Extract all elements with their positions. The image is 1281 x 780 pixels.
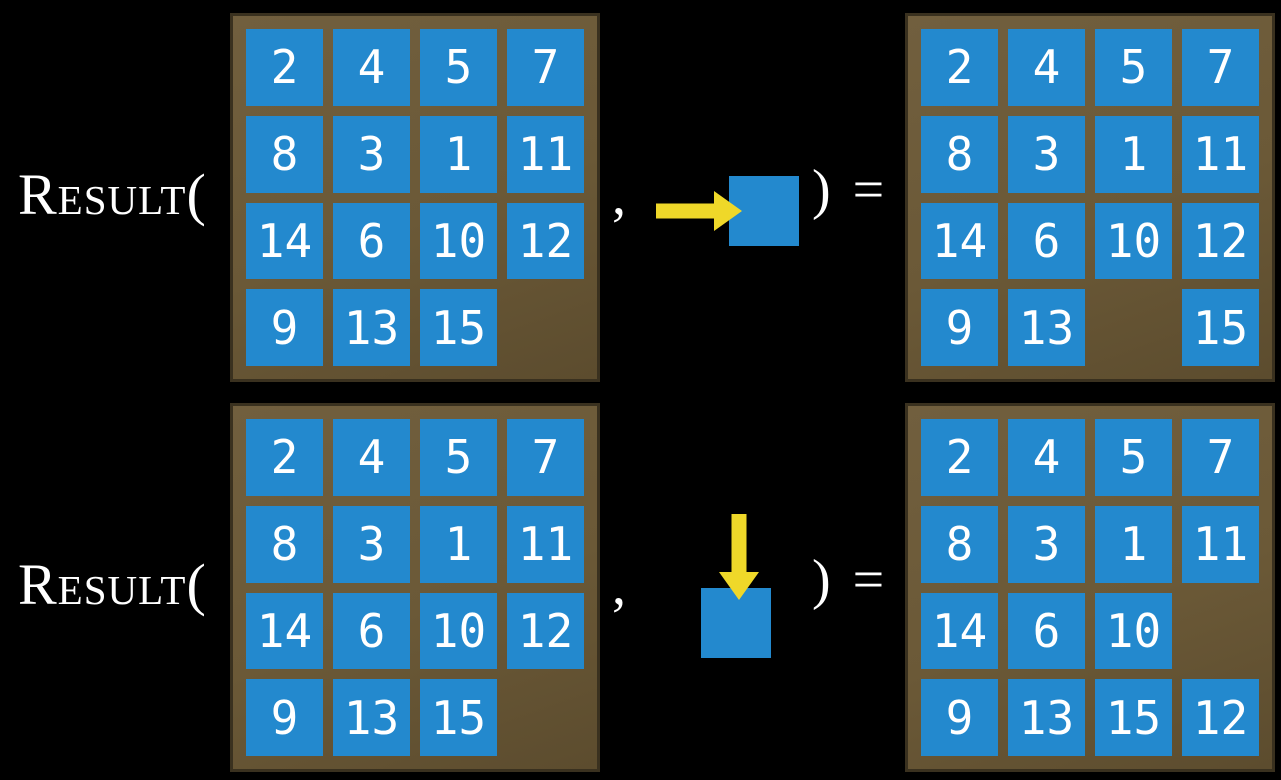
puzzle-tile: 8 [921, 115, 998, 193]
puzzle-tile: 4 [333, 419, 410, 496]
puzzle-tile: 5 [1095, 29, 1172, 106]
down-arrow-icon [719, 514, 759, 600]
puzzle-tile: 5 [420, 419, 497, 496]
puzzle-tile: 10 [420, 592, 497, 670]
empty-cell [507, 289, 584, 366]
puzzle-tile: 13 [1008, 679, 1085, 756]
comma-separator: , [612, 555, 626, 617]
result-function-label: Result( [18, 552, 207, 617]
puzzle-tile: 7 [1182, 29, 1259, 106]
puzzle-tile: 1 [1095, 115, 1172, 193]
puzzle-tile: 9 [921, 679, 998, 756]
puzzle-tile: 10 [1095, 202, 1172, 280]
puzzle-tile: 2 [921, 419, 998, 496]
puzzle-tile: 12 [507, 202, 584, 280]
puzzle-tile: 15 [420, 289, 497, 366]
puzzle-tile: 14 [246, 202, 323, 280]
puzzle-tile: 7 [1182, 419, 1259, 496]
puzzle-tile: 2 [921, 29, 998, 106]
puzzle-tile: 11 [507, 115, 584, 193]
puzzle-tile: 10 [420, 202, 497, 280]
puzzle-tile: 12 [1182, 202, 1259, 280]
puzzle-tile: 3 [333, 115, 410, 193]
move-tile [701, 588, 771, 658]
puzzle-tile: 13 [1008, 289, 1085, 366]
puzzle-tile: 6 [333, 592, 410, 670]
puzzle-tile: 15 [1095, 679, 1172, 756]
puzzle-tile: 13 [333, 679, 410, 756]
close-paren-equals: ) = [812, 549, 889, 611]
right-arrow-icon [656, 191, 742, 231]
puzzle-tile: 1 [420, 115, 497, 193]
puzzle-tile: 12 [1182, 679, 1259, 756]
empty-cell [507, 679, 584, 756]
puzzle-tile: 4 [333, 29, 410, 106]
puzzle-tile: 7 [507, 29, 584, 106]
comma-separator: , [612, 165, 626, 227]
puzzle-tile: 2 [246, 29, 323, 106]
puzzle-tile: 1 [1095, 505, 1172, 583]
puzzle-tile: 4 [1008, 29, 1085, 106]
puzzle-tile: 6 [1008, 202, 1085, 280]
puzzle-tile: 3 [1008, 505, 1085, 583]
puzzle-tile: 3 [333, 505, 410, 583]
puzzle-tile: 10 [1095, 592, 1172, 670]
result-function-label: Result( [18, 162, 207, 227]
puzzle-tile: 8 [246, 505, 323, 583]
puzzle-tile: 5 [420, 29, 497, 106]
close-paren-equals: ) = [812, 159, 889, 221]
puzzle-tile: 8 [246, 115, 323, 193]
puzzle-tile: 9 [246, 679, 323, 756]
puzzle-tile: 14 [246, 592, 323, 670]
puzzle-tile: 3 [1008, 115, 1085, 193]
empty-cell [1095, 289, 1172, 366]
puzzle-tile: 13 [333, 289, 410, 366]
puzzle-tile: 12 [507, 592, 584, 670]
puzzle-tile: 15 [420, 679, 497, 756]
puzzle-tile: 11 [507, 505, 584, 583]
puzzle-tile: 11 [1182, 505, 1259, 583]
puzzle-tile: 9 [246, 289, 323, 366]
puzzle-tile: 5 [1095, 419, 1172, 496]
puzzle-tile: 1 [420, 505, 497, 583]
empty-cell [1182, 593, 1259, 670]
puzzle-tile: 6 [333, 202, 410, 280]
puzzle-tile: 11 [1182, 115, 1259, 193]
puzzle-tile: 15 [1182, 289, 1259, 366]
puzzle-tile: 14 [921, 592, 998, 670]
puzzle-tile: 4 [1008, 419, 1085, 496]
puzzle-tile: 9 [921, 289, 998, 366]
puzzle-tile: 6 [1008, 592, 1085, 670]
puzzle-tile: 8 [921, 505, 998, 583]
puzzle-tile: 14 [921, 202, 998, 280]
puzzle-tile: 7 [507, 419, 584, 496]
puzzle-tile: 2 [246, 419, 323, 496]
